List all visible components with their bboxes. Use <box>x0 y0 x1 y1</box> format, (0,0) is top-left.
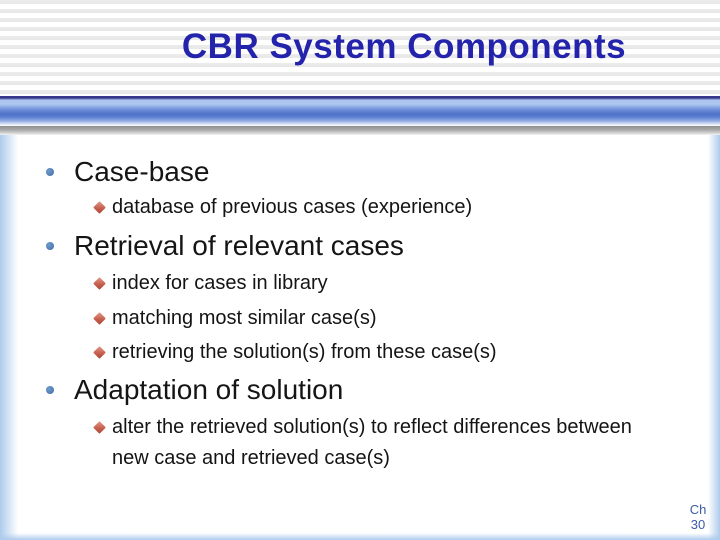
bullet-dot-icon <box>46 168 54 176</box>
bullet-item-level2: alter the retrieved solution(s) to refle… <box>0 412 720 474</box>
slide-title: CBR System Components <box>181 27 627 66</box>
bullet-diamond-icon <box>93 421 106 434</box>
bullet-dot-icon <box>46 242 54 250</box>
bullet-text: retrieving the solution(s) from these ca… <box>112 341 497 363</box>
left-edge-vignette <box>0 135 18 540</box>
bullet-outline: Case-base database of previous cases (ex… <box>0 133 720 474</box>
divider-bar-shadow <box>0 126 720 135</box>
bullet-diamond-icon <box>93 201 106 214</box>
bullet-text: Case-base <box>74 156 210 187</box>
title-divider-bar <box>0 96 720 126</box>
bullet-text: Adaptation of solution <box>74 374 344 405</box>
bullet-text: database of previous cases (experience) <box>112 196 473 218</box>
bullet-text: index for cases in library <box>112 272 328 294</box>
striped-header-band <box>0 0 720 96</box>
bullet-diamond-icon <box>93 346 106 359</box>
bullet-item-level2: index for cases in library <box>0 271 720 295</box>
bullet-item-level2: retrieving the solution(s) from these ca… <box>0 340 720 364</box>
bullet-diamond-icon <box>93 312 106 325</box>
bullet-item-level1: Retrieval of relevant cases <box>0 229 720 263</box>
bullet-text: matching most similar case(s) <box>112 307 377 329</box>
bullet-item-level2: database of previous cases (experience) <box>0 195 720 219</box>
bullet-diamond-icon <box>93 277 106 290</box>
page-number-label: Ch 30 <box>687 502 709 532</box>
right-edge-vignette <box>708 135 720 540</box>
bullet-item-level1: Case-base <box>0 155 720 189</box>
bullet-dot-icon <box>46 386 54 394</box>
page-number-line2: 30 <box>690 517 706 532</box>
bullet-item-level1: Adaptation of solution <box>0 373 720 407</box>
bullet-item-level2: matching most similar case(s) <box>0 306 720 330</box>
bullet-text: alter the retrieved solution(s) to refle… <box>112 416 632 469</box>
bottom-edge-vignette <box>0 533 720 540</box>
page-number-line1: Ch <box>689 502 707 517</box>
bullet-text: Retrieval of relevant cases <box>74 230 404 261</box>
